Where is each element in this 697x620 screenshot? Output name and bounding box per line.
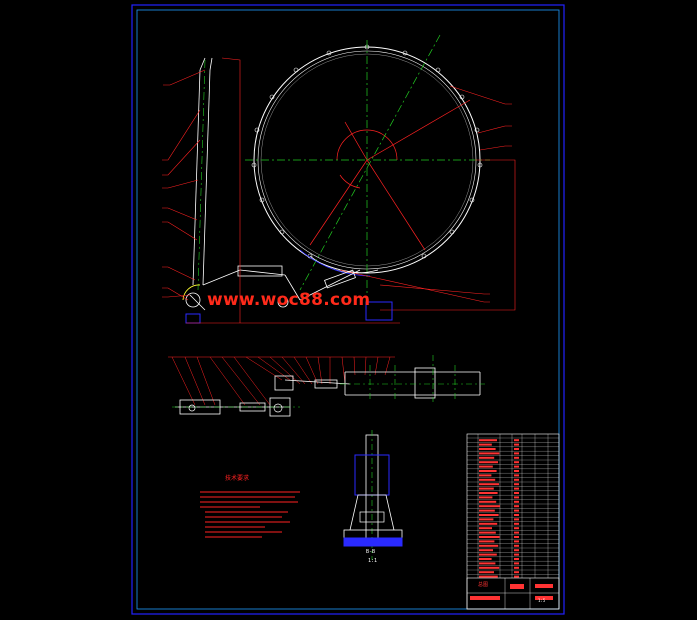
technical-notes (200, 491, 300, 538)
parts-row-qty (514, 470, 519, 472)
parts-row-text (479, 478, 496, 481)
parts-row-qty (514, 456, 519, 459)
parts-row-qty (514, 558, 519, 560)
parts-row-text (479, 448, 496, 450)
parts-row-qty (514, 562, 519, 565)
parts-row-text (479, 492, 498, 494)
parts-row-text (479, 470, 497, 472)
parts-row-qty (514, 465, 519, 468)
parts-row-text (479, 558, 492, 560)
parts-row-text (479, 474, 492, 477)
parts-row-text (479, 566, 500, 569)
parts-row-text (479, 496, 493, 499)
parts-row-text (479, 452, 500, 455)
parts-row-text (479, 522, 498, 525)
parts-row-text (479, 562, 496, 565)
inner-frame (136, 9, 560, 610)
parts-row-qty (514, 500, 519, 503)
large-wheel (245, 34, 490, 300)
parts-row-qty (514, 514, 519, 516)
parts-row-qty (514, 518, 519, 521)
parts-row-text (479, 575, 498, 578)
parts-row-text (479, 536, 500, 538)
parts-row-text (479, 456, 495, 459)
parts-row-qty (514, 492, 519, 494)
parts-row-text (479, 571, 494, 574)
parts-row-qty (514, 496, 519, 499)
parts-row-text (479, 531, 496, 534)
parts-row-qty (514, 443, 519, 446)
parts-row-qty (514, 448, 519, 450)
parts-row-text (479, 553, 497, 556)
parts-row-qty (514, 505, 519, 508)
parts-row-qty (514, 571, 519, 574)
section-label: B-B (366, 549, 376, 555)
parts-row-text (479, 514, 499, 516)
parts-row-text (479, 465, 493, 468)
parts-row-qty (514, 474, 519, 477)
title-block-name: 总图 (478, 582, 489, 588)
parts-row-text (479, 544, 499, 547)
lever-mechanism (182, 57, 400, 324)
parts-row-qty (514, 522, 519, 525)
parts-row-qty (514, 531, 519, 534)
parts-row-qty (514, 540, 519, 543)
parts-row-qty (514, 575, 519, 578)
section-scale: 1:1 (368, 558, 378, 564)
parts-row-qty (514, 487, 519, 490)
leaders-wheel (339, 85, 516, 311)
parts-row-text (479, 540, 495, 543)
parts-row-qty (514, 536, 519, 538)
parts-row-text (479, 509, 495, 512)
section-view (343, 430, 403, 560)
watermark-text: www.woc88.com (207, 290, 371, 310)
parts-row-text (479, 483, 499, 486)
linkage-assembly (168, 355, 485, 417)
parts-row-qty (514, 509, 519, 512)
parts-row-qty (514, 544, 519, 547)
leaders-left (162, 57, 241, 323)
parts-list (466, 433, 560, 610)
parts-row-text (479, 443, 492, 446)
parts-row-qty (514, 483, 519, 486)
parts-row-text (479, 549, 493, 552)
parts-row-text (479, 487, 494, 490)
parts-row-text (479, 439, 497, 442)
notes-title: 技术要求 (225, 475, 250, 482)
parts-row-text (479, 518, 494, 521)
parts-row-qty (514, 478, 519, 481)
title-block-scale: 1:5 (538, 598, 546, 603)
parts-row-qty (514, 566, 519, 569)
parts-row-qty (514, 553, 519, 556)
parts-row-qty (514, 439, 519, 442)
parts-row-qty (514, 527, 519, 530)
parts-row-qty (514, 549, 519, 552)
parts-row-qty (514, 461, 519, 464)
parts-row-text (479, 527, 492, 530)
parts-row-text (479, 461, 498, 464)
outer-frame (131, 4, 565, 615)
parts-row-text (479, 500, 497, 503)
parts-row-qty (514, 452, 519, 455)
parts-row-text (479, 505, 500, 508)
